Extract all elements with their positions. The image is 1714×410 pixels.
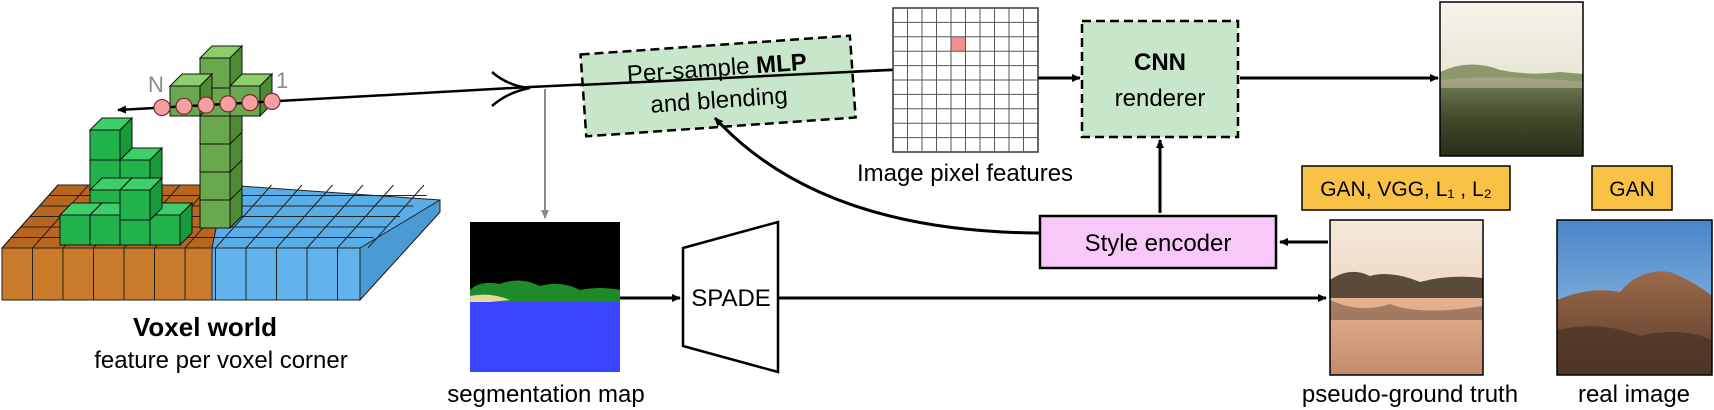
green-voxel-cluster — [58, 116, 194, 247]
voxel-world-illustration: N 1 Voxel world feature per voxel corner — [0, 44, 931, 374]
rendered-output-image — [1439, 1, 1584, 157]
real-loss-badge: GAN — [1591, 165, 1673, 211]
real-image — [1556, 219, 1713, 376]
ray-far-label: N — [148, 72, 164, 97]
ray-near-label: 1 — [276, 68, 288, 93]
ray-sample-point — [175, 97, 193, 115]
pseudo-loss-label: GAN, VGG, L₁ , L₂ — [1320, 178, 1492, 201]
spade-label: SPADE — [691, 285, 771, 312]
pixel-grid-caption: Image pixel features — [857, 160, 1073, 187]
ray-sample-point — [219, 95, 237, 113]
ray-sample-point — [153, 98, 171, 117]
style-encoder-label: Style encoder — [1085, 230, 1232, 257]
segmentation-caption: segmentation map — [447, 381, 644, 408]
voxel-world-subtitle: feature per voxel corner — [94, 347, 347, 374]
cnn-renderer-block: CNN renderer — [1080, 19, 1240, 139]
style-encoder-block: Style encoder — [1038, 214, 1278, 270]
ray-sample-point — [263, 92, 281, 111]
voxel-world-title: Voxel world — [133, 312, 277, 342]
ray-sample-points — [153, 92, 281, 117]
ray-sample-point — [241, 94, 259, 112]
real-loss-label: GAN — [1609, 178, 1655, 201]
spade-block: SPADE — [681, 220, 780, 374]
highlighted-pixel — [951, 36, 966, 52]
pseudo-ground-truth-caption: pseudo-ground truth — [1302, 381, 1518, 408]
segmentation-map-image — [470, 222, 620, 372]
image-pixel-features-grid — [892, 7, 1039, 153]
real-image-caption: real image — [1578, 381, 1690, 408]
pseudo-loss-badge: GAN, VGG, L₁ , L₂ — [1301, 165, 1511, 211]
cnn-subtitle: renderer — [1115, 85, 1206, 112]
pseudo-ground-truth-image — [1329, 219, 1484, 376]
olive-voxel-tower — [168, 44, 274, 230]
ray-sample-point — [197, 96, 215, 114]
camera-eye-icon — [491, 71, 531, 107]
cnn-title: CNN — [1134, 49, 1186, 76]
